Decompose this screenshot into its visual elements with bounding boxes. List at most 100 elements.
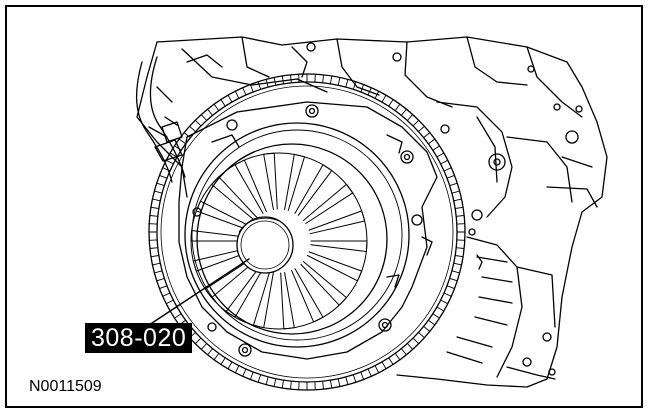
gear-tooth [406, 114, 414, 121]
gear-tooth [345, 376, 349, 386]
gear-tooth [360, 371, 365, 380]
gear-tooth [322, 74, 324, 84]
tool-callout-label: 308-020 [85, 323, 193, 353]
gear-tooth [265, 376, 269, 386]
gear-tooth [330, 379, 333, 389]
gear-tooth [178, 138, 187, 145]
gear-tooth [446, 174, 455, 179]
gear-tooth [213, 352, 220, 361]
gear-tooth [367, 87, 372, 96]
gear-tooth [394, 352, 401, 361]
gear-tooth [352, 81, 357, 90]
diagram-frame: 308-020 N0011509 [5, 5, 643, 408]
diaphragm-spring [190, 152, 368, 330]
gear-tooth [149, 215, 159, 217]
gear-tooth [227, 361, 233, 370]
gear-tooth [440, 159, 449, 165]
gear-tooth [207, 108, 214, 116]
gear-tooth [153, 190, 163, 194]
gear-tooth [400, 348, 407, 356]
gear-tooth [242, 368, 247, 377]
gear-tooth [150, 255, 160, 258]
spring-finger [310, 240, 368, 252]
gear-tooth [257, 374, 262, 383]
gear-tooth [153, 270, 163, 274]
spring-finger [300, 261, 347, 306]
gear-tooth [249, 371, 254, 380]
gear-tooth [436, 152, 445, 158]
gear-tooth [418, 331, 425, 339]
gear-tooth [427, 319, 436, 326]
spring-outer-ring [190, 152, 368, 330]
spring-finger [211, 176, 258, 221]
gear-tooth [432, 145, 440, 151]
gear-tooth [257, 81, 262, 90]
gear-tooth [345, 78, 349, 88]
gear-tooth [227, 94, 233, 103]
figure-id: N0011509 [29, 378, 102, 395]
gear-tooth [174, 145, 182, 151]
gear-tooth [207, 348, 214, 356]
gear-tooth [152, 262, 161, 266]
hose [135, 56, 186, 183]
gear-tooth [455, 247, 465, 249]
callout-leader-line [148, 258, 250, 326]
gear-tooth [281, 75, 284, 85]
alignment-tool [236, 216, 294, 274]
gear-tooth [432, 313, 440, 319]
gear-tooth [443, 292, 452, 297]
gear-tooth [388, 357, 394, 365]
gear-tooth [451, 270, 461, 274]
gear-tooth [400, 108, 407, 116]
gear-tooth [213, 103, 220, 112]
gear-tooth [451, 190, 461, 194]
gear-tooth [388, 99, 394, 107]
gear-tooth [220, 99, 226, 107]
gear-tooth [449, 277, 458, 282]
pressure-plate [178, 101, 438, 360]
spring-finger [307, 251, 363, 282]
flywheel-ring-gear [148, 73, 466, 391]
gear-tooth [273, 378, 277, 387]
spring-finger [225, 266, 264, 318]
gear-tooth [281, 379, 284, 389]
gear-tooth [455, 215, 465, 217]
gear-tooth [394, 103, 401, 112]
spring-finger [195, 200, 251, 231]
gear-tooth [367, 368, 372, 377]
gear-tooth [265, 78, 269, 88]
gear-tooth [337, 77, 341, 86]
gear-tooth [165, 299, 174, 305]
gear-tooth [381, 361, 387, 370]
gear-tooth [290, 380, 292, 390]
gear-tooth [412, 119, 420, 127]
gear-tooth [162, 292, 171, 297]
gear-tooth [360, 84, 365, 93]
gear-tooth [273, 77, 277, 86]
spring-finger [303, 183, 354, 224]
gear-tooth [352, 374, 357, 383]
spring-finger [291, 268, 324, 323]
gear-tooth [440, 299, 449, 305]
gear-tooth [322, 380, 324, 390]
gear-tooth [418, 125, 425, 133]
gear-tooth [412, 337, 420, 345]
gear-tooth [453, 262, 462, 266]
gear-tooth [234, 365, 240, 374]
gear-tooth [156, 277, 165, 282]
gear-tooth [330, 75, 333, 85]
spring-finger [294, 164, 333, 216]
spring-finger [234, 159, 267, 214]
gear-tooth [406, 343, 414, 350]
gear-tooth [423, 132, 431, 139]
gear-tooth [159, 174, 168, 179]
gear-tooth [374, 90, 380, 99]
gear-tooth [200, 343, 208, 350]
gear-tooth [446, 285, 455, 290]
clutch-assembly-illustration [135, 36, 608, 391]
gear-tooth [249, 84, 254, 93]
gear-tooth [381, 94, 387, 103]
gear-tooth [449, 182, 458, 187]
spring-finger [308, 210, 366, 235]
spring-finger [263, 152, 278, 210]
